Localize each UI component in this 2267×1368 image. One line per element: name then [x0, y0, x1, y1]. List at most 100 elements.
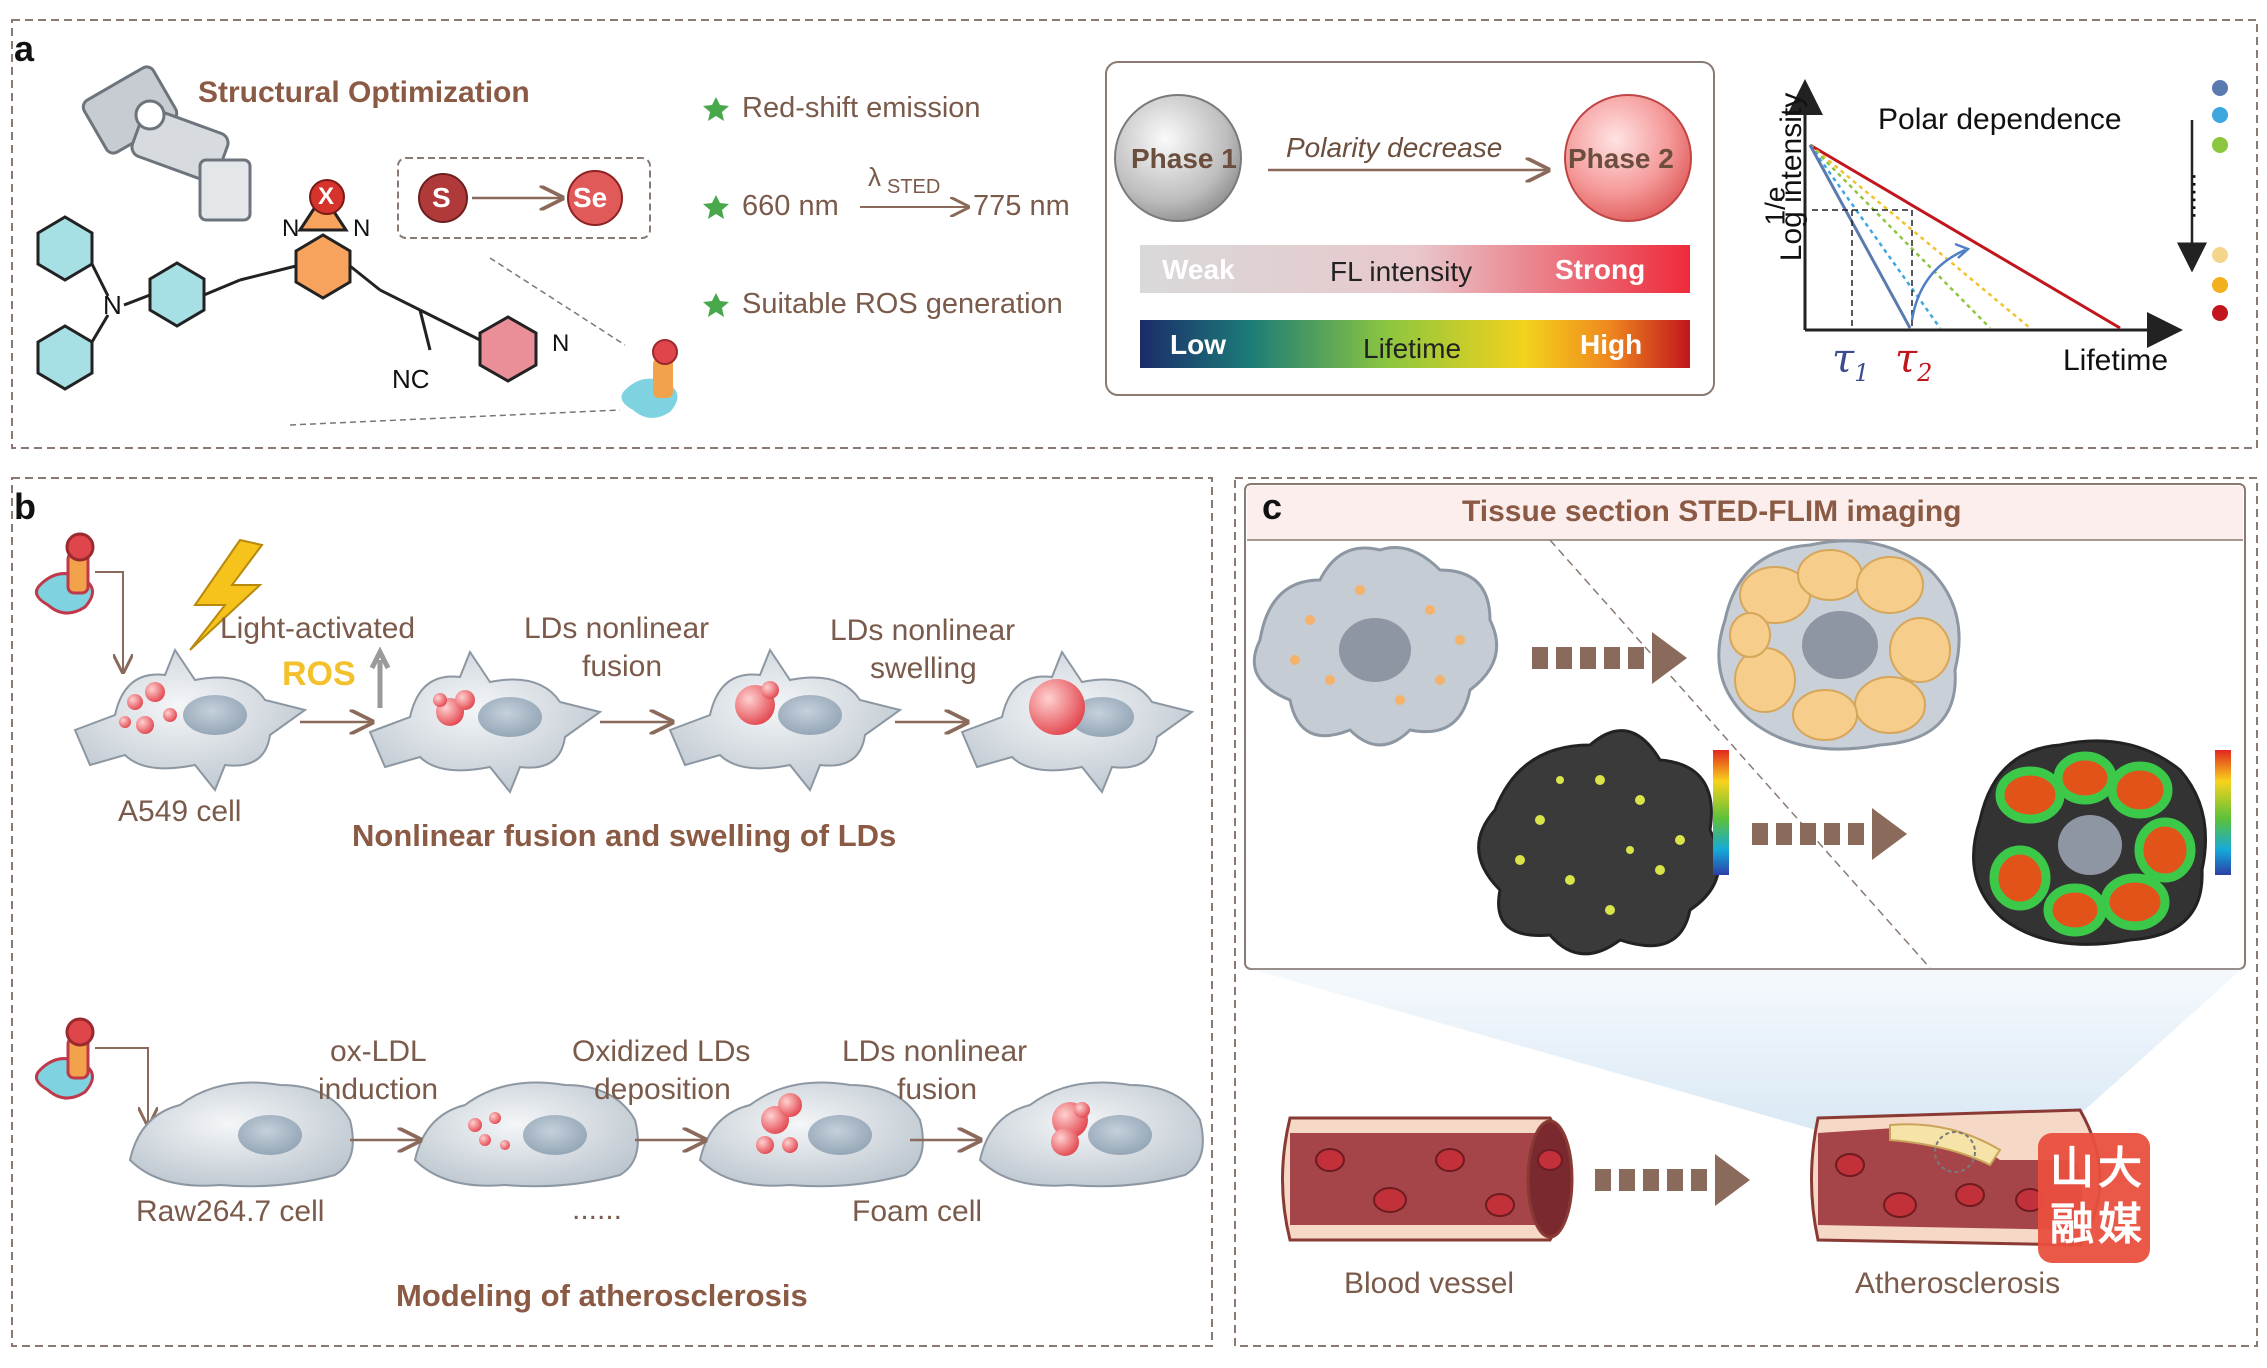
fusion2-label-1: LDs nonlinear [842, 1035, 1028, 1068]
blood-vessel [1281, 1116, 1574, 1242]
foam-cell [1717, 539, 1961, 751]
cell [413, 1081, 639, 1188]
legend-dot [2212, 305, 2228, 321]
bullet-stars [703, 97, 729, 317]
lipid-droplet [468, 1118, 482, 1132]
structural-optimization-label: Structural Optimization [198, 76, 530, 109]
lds-fusion-label-1: LDs nonlinear [524, 612, 710, 645]
lipid-droplet [127, 694, 143, 710]
plot-ylabel: Log intensity [1775, 92, 1808, 262]
raw-label: Raw264.7 cell [136, 1195, 325, 1228]
fl-strong: Strong [1555, 254, 1646, 285]
n-amine-label: N [103, 290, 122, 320]
dashed-block-arrow [1532, 632, 1687, 684]
phase2-label: Phase 2 [1568, 143, 1674, 174]
color-scale-bar-2 [2215, 750, 2231, 875]
lipid-droplet [479, 1134, 491, 1146]
plot-1e: 1/e [1759, 186, 1791, 226]
wavelength-from: 660 nm [742, 190, 839, 222]
polarity-label: Polarity decrease [1286, 132, 1503, 163]
color-scale-bar-1 [1713, 750, 1729, 875]
legend-dot [2212, 277, 2228, 293]
x-atom-circle [309, 179, 345, 215]
a549-label: A549 cell [118, 795, 242, 828]
heading-atherosclerosis: Modeling of atherosclerosis [396, 1278, 808, 1313]
panel-b-frame [11, 477, 1213, 1347]
phase1-sphere [1114, 94, 1242, 222]
cell [73, 647, 308, 792]
dashed-block-arrow [1595, 1154, 1750, 1206]
lipid-droplet [136, 716, 154, 734]
cell [978, 1081, 1204, 1188]
lipid-droplet [1051, 1128, 1079, 1156]
ros-up-arrow [369, 646, 391, 708]
zoom-line-upper [489, 257, 626, 346]
lipid-droplet [1029, 679, 1085, 735]
ellipsis-label: ...... [572, 1193, 623, 1226]
fl-weak: Weak [1162, 254, 1235, 285]
lightning-icon [189, 538, 264, 651]
legend-dot [2212, 247, 2228, 263]
lambda-symbol: λ [868, 162, 881, 192]
panel-c-frame [1234, 477, 2258, 1347]
probe-line-b1 [95, 571, 123, 672]
probe-icon [621, 339, 678, 419]
fl-intensity-bar [1140, 245, 1690, 293]
watermark-logo [2038, 1133, 2150, 1263]
legend-dots [2212, 80, 2228, 321]
raw-cell-row [128, 1081, 1204, 1188]
flim-macrophage [1477, 729, 1721, 956]
cell [960, 649, 1195, 794]
oxidized-label-2: deposition [594, 1073, 731, 1106]
panel-b-label: b [14, 486, 36, 527]
s-atom-label: S [432, 182, 451, 213]
lipid-droplet [778, 1093, 802, 1117]
foam-label: Foam cell [852, 1195, 983, 1228]
legend-dot [2212, 137, 2228, 153]
n-right-label: N [353, 215, 371, 242]
wavelength-to: 775 nm [973, 190, 1070, 222]
sted-subscript: STED [887, 176, 941, 198]
probe-icon-b2 [34, 1017, 95, 1100]
lds-swelling-label-2: swelling [870, 652, 977, 685]
atherosclerosis-label: Atherosclerosis [1855, 1267, 2061, 1300]
lipid-droplet [433, 693, 447, 707]
plot-title: Polar dependence [1878, 103, 2122, 136]
flim-foam-cell [1972, 739, 2208, 946]
panel-a-frame [11, 19, 2258, 449]
se-atom-circle [567, 170, 623, 226]
oxldl-label-2: induction [318, 1073, 439, 1106]
lipid-droplet [489, 1112, 501, 1124]
molecule-structure [36, 192, 538, 391]
n-pyridine-label: N [552, 330, 570, 357]
plot-xlabel: Lifetime [2063, 344, 2169, 377]
lipid-droplet [761, 681, 779, 699]
atherosclerosis-vessel [1810, 1108, 2102, 1247]
oxidized-label-1: Oxidized LDs [572, 1035, 751, 1068]
bullet-ros: Suitable ROS generation [742, 288, 1063, 320]
panel-c-label: c [1262, 486, 1283, 527]
cell [128, 1081, 354, 1188]
lipid-droplet [782, 1137, 798, 1153]
tau2-label: τ2 [1895, 336, 1933, 387]
zoom-line-lower [289, 409, 621, 426]
x-atom-label: X [318, 183, 335, 210]
lds-fusion-label-2: fusion [582, 650, 663, 683]
n-left-label: N [282, 215, 300, 242]
lipid-droplet [163, 708, 177, 722]
light-activated-label: Light-activated [220, 612, 416, 645]
watermark-text: 山大 融媒 [2050, 1143, 2142, 1250]
cell [698, 1081, 924, 1188]
phase-box [1105, 61, 1715, 396]
lifetime-bar [1140, 320, 1690, 368]
phase1-label: Phase 1 [1131, 143, 1237, 174]
tissue-title-bar [1247, 486, 2243, 540]
panel-a-label: a [14, 28, 35, 69]
tau1-label: τ1 [1832, 336, 1870, 387]
heading-fusion: Nonlinear fusion and swelling of LDs [352, 818, 897, 853]
lds-swelling-label-1: LDs nonlinear [830, 614, 1016, 647]
fl-label: FL intensity [1330, 256, 1473, 287]
legend-dot [2212, 80, 2228, 96]
lipid-droplet [119, 716, 131, 728]
lipid-droplet [756, 1136, 774, 1154]
